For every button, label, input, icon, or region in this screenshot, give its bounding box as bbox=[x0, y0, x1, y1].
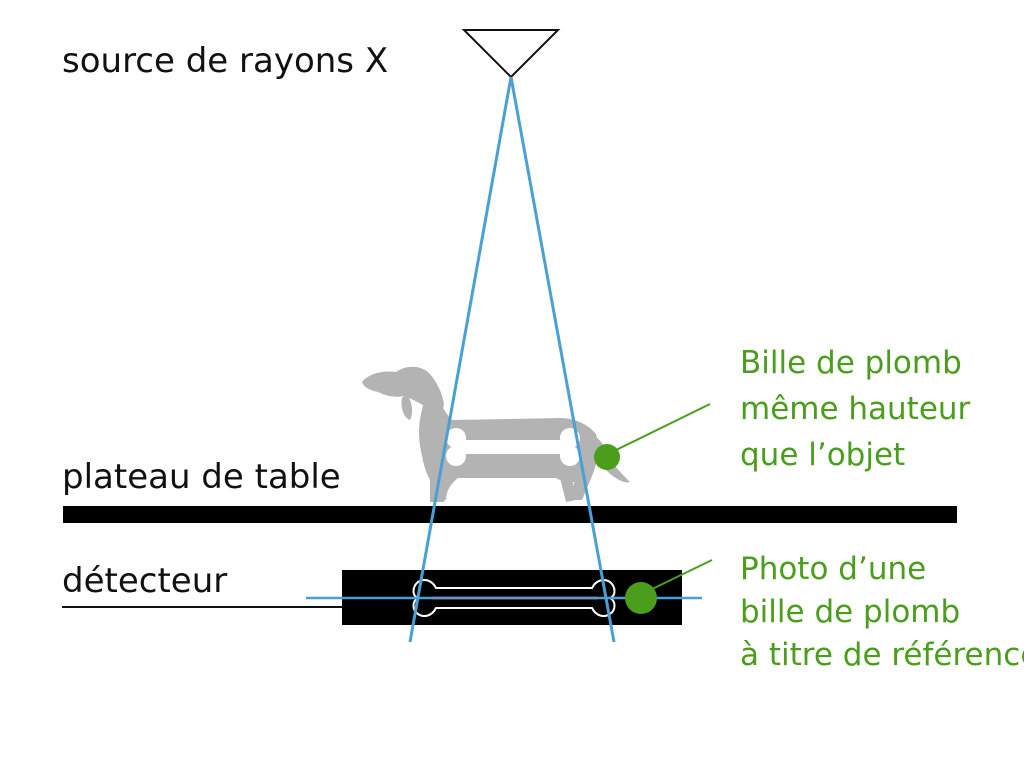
photo-note-line-2: bille de plomb bbox=[740, 594, 960, 630]
ball-note-line-1: Bille de plomb bbox=[740, 345, 962, 381]
lead-ball-image-leader-line bbox=[645, 559, 713, 593]
x-ray-beam-right bbox=[509, 76, 616, 643]
photo-note-line-1: Photo d’une bbox=[740, 551, 926, 587]
detector-label: détecteur bbox=[62, 561, 227, 601]
lead-ball-image-icon bbox=[625, 582, 657, 614]
photo-note-line-3: à titre de référence bbox=[740, 637, 1024, 673]
table-label: plateau de table bbox=[62, 457, 341, 497]
table-top bbox=[63, 506, 957, 523]
bone-in-object-icon bbox=[446, 428, 580, 466]
source-label: source de rayons X bbox=[62, 41, 388, 81]
lead-ball-icon bbox=[594, 444, 620, 470]
lead-ball-leader-line bbox=[611, 403, 711, 453]
x-ray-beam-left bbox=[408, 76, 513, 643]
ball-note-line-3: que l’objet bbox=[740, 437, 905, 473]
dachshund-silhouette-icon bbox=[362, 366, 630, 502]
x-ray-source-triangle-icon bbox=[461, 29, 561, 79]
ball-note-line-2: même hauteur bbox=[740, 391, 971, 427]
